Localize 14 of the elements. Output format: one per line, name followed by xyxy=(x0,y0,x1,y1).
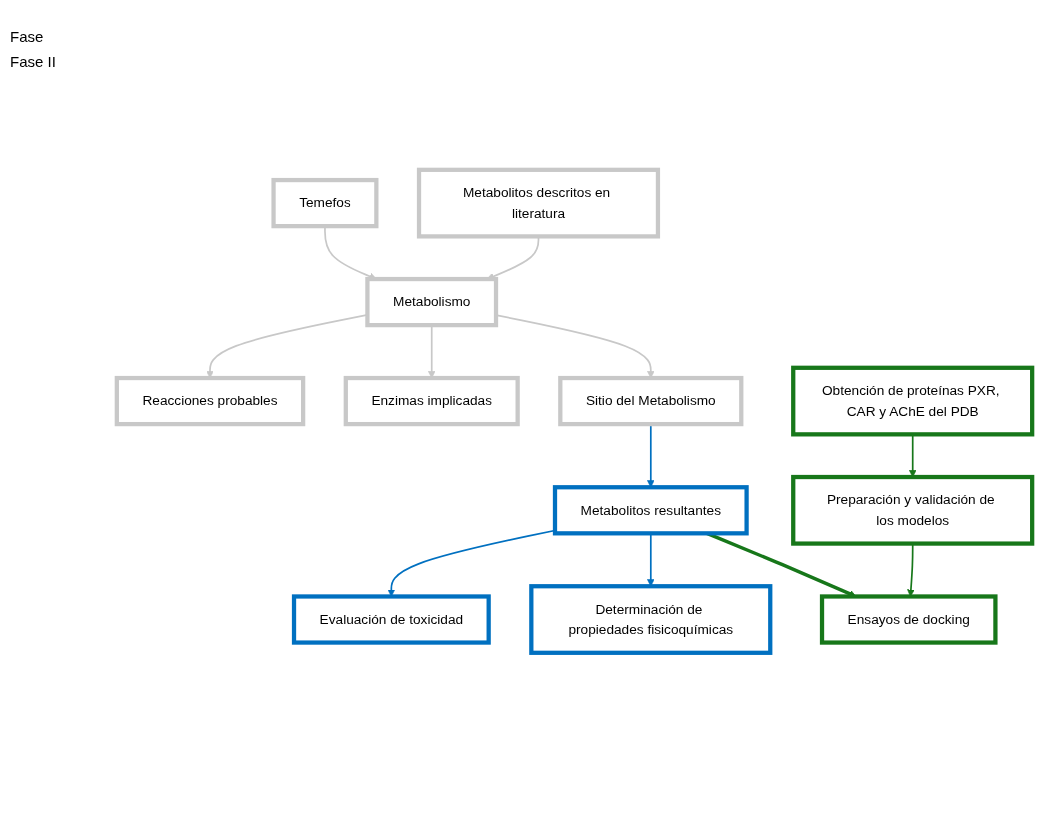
node-box: Enzimas implicadas xyxy=(343,375,520,426)
node-box: Metabolitos descritos en literatura xyxy=(416,167,661,239)
node-box: Determinación de propiedades fisicoquímicas xyxy=(529,583,773,655)
node-box: Metabolismo xyxy=(365,276,499,327)
node-box: Temefos xyxy=(271,177,379,228)
note-text: Fase xyxy=(10,28,45,45)
node-box: Ensayos de docking xyxy=(819,594,998,645)
node-box: Preparación y validación de los modelos xyxy=(791,474,1035,546)
node-box: Evaluación de toxicidad xyxy=(291,594,491,645)
node-box: Metabolitos resultantes xyxy=(552,484,749,536)
node-box: Sitio del Metabolismo xyxy=(558,375,744,426)
note-text: Fase II xyxy=(10,53,57,70)
node-box: Reacciones probables xyxy=(114,375,306,426)
node-box: Obtención de proteínas PXR, CAR y AChE del PDB xyxy=(791,365,1035,437)
